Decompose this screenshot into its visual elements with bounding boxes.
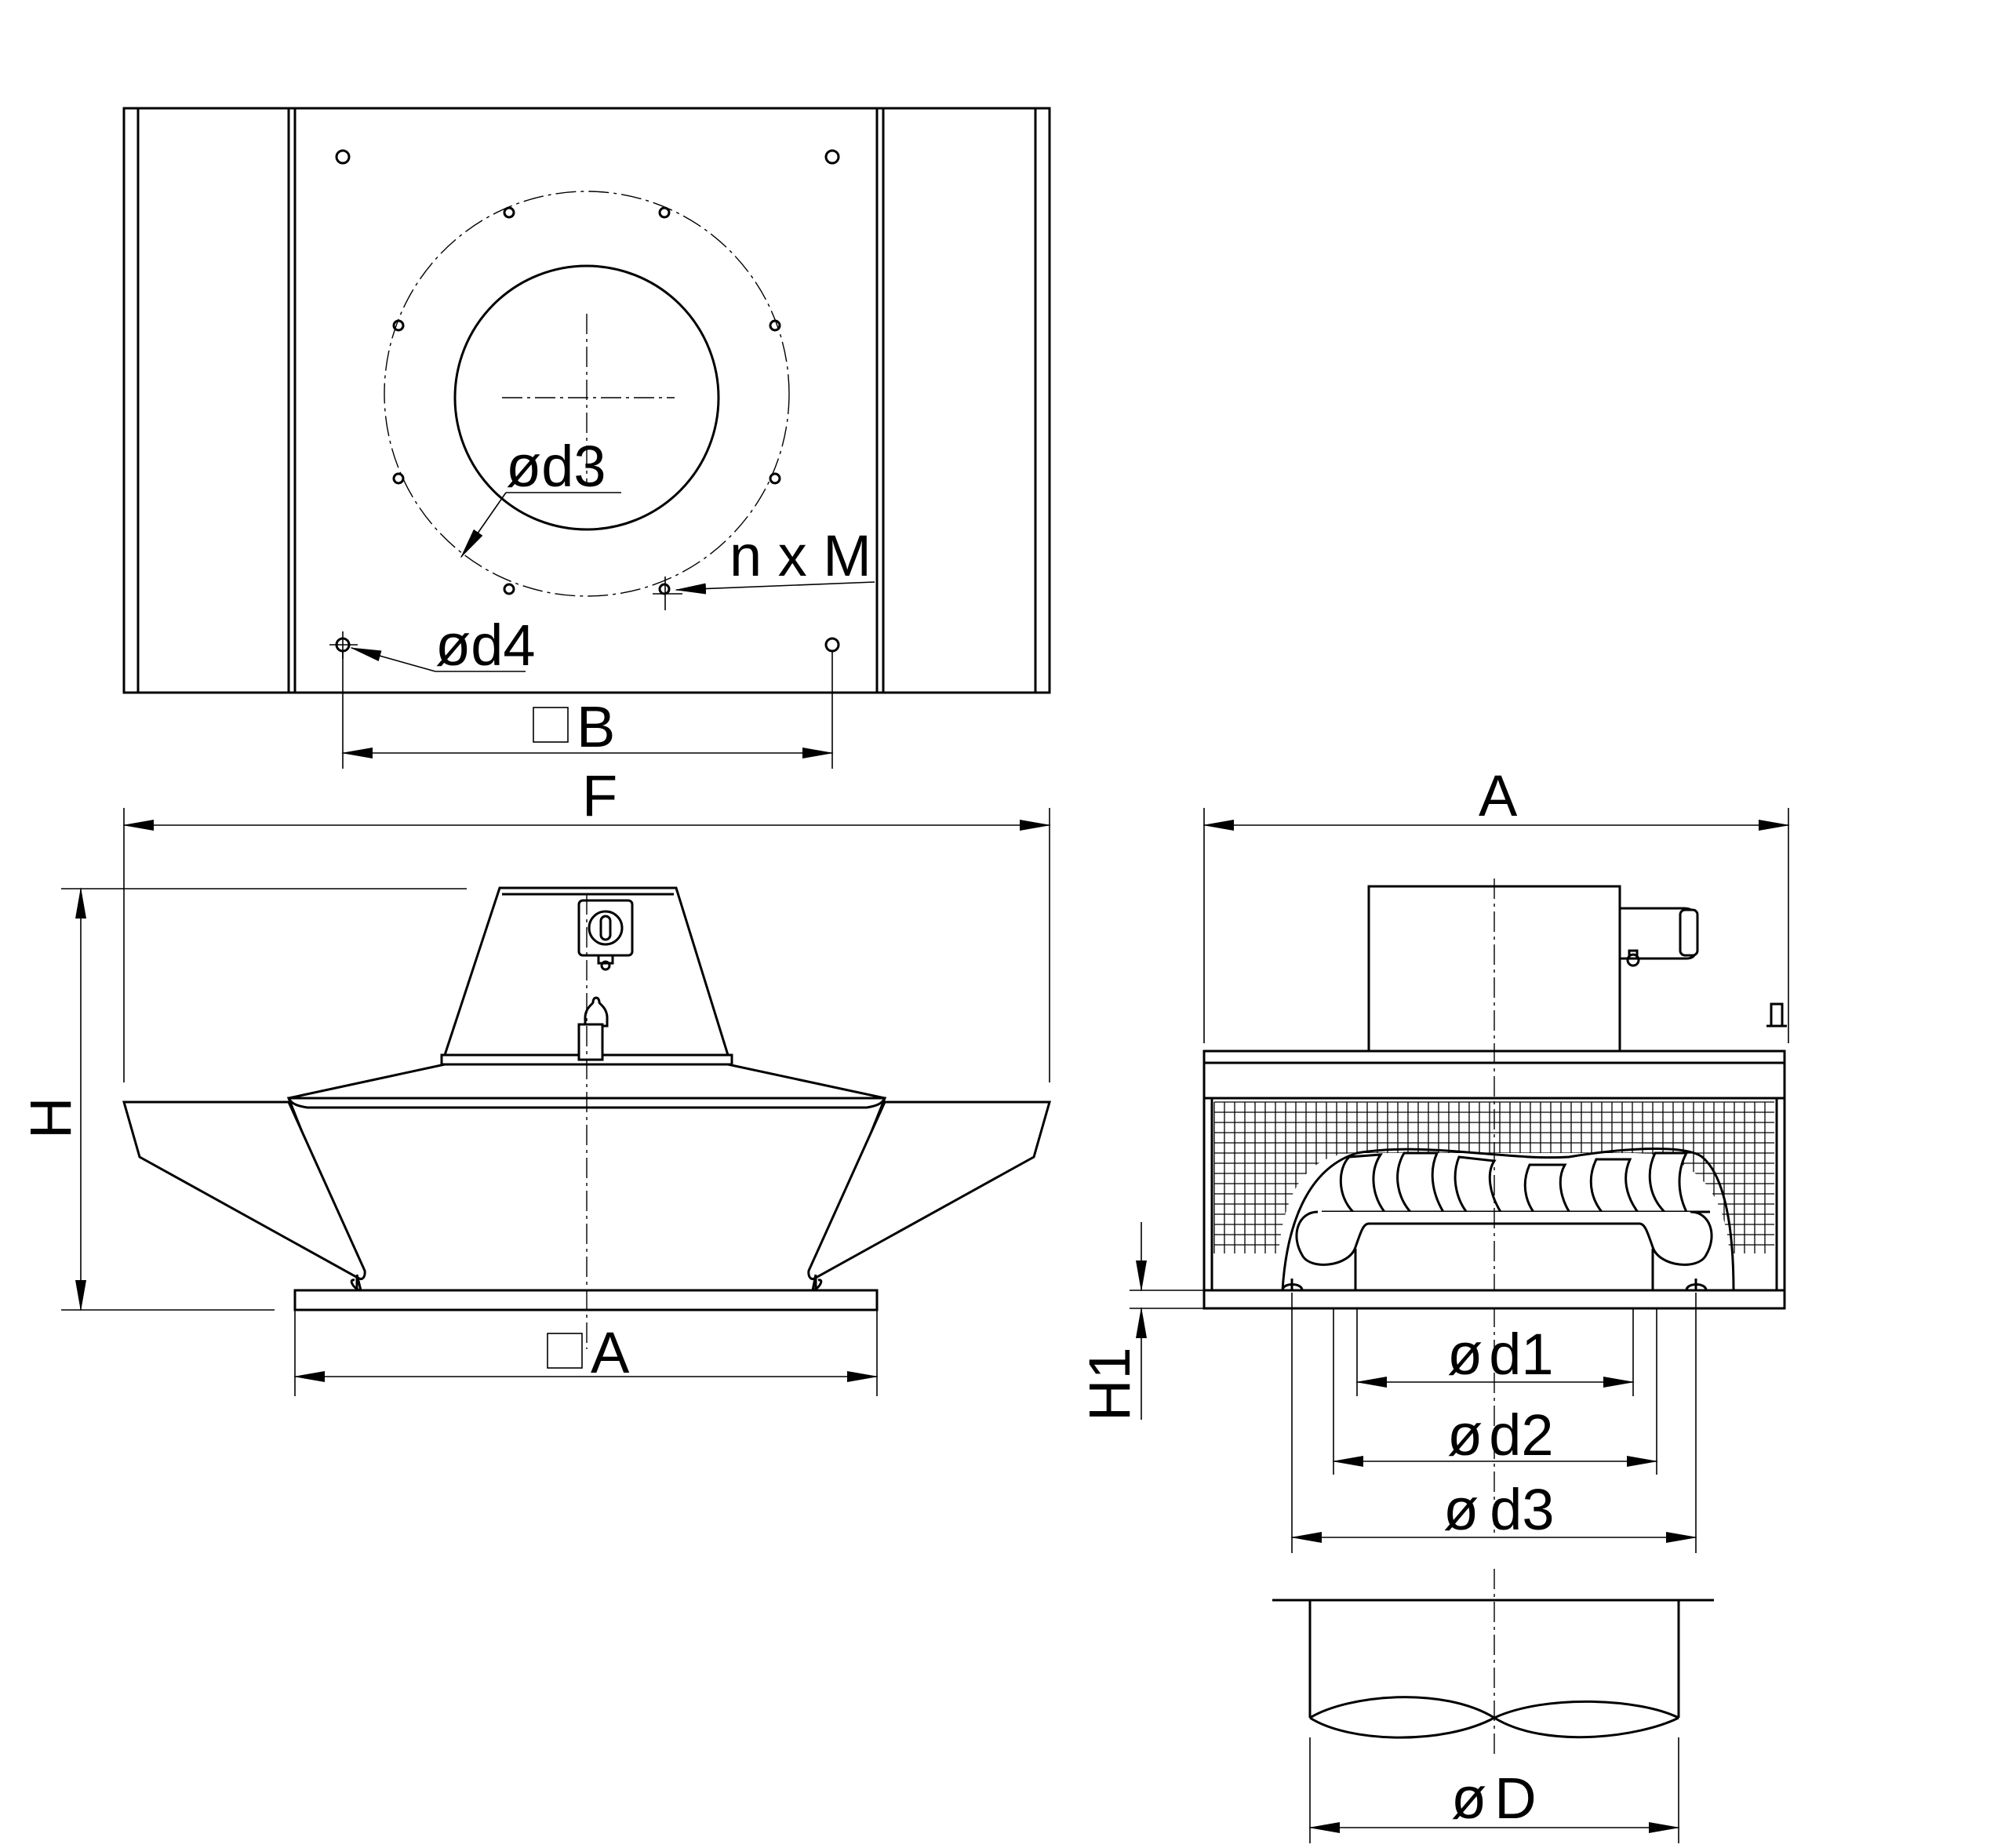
label-A-front: A [591, 1320, 630, 1385]
base-plate [293, 1289, 879, 1311]
label-H1: H1 [1077, 1347, 1142, 1421]
bolt-circle [384, 191, 790, 597]
impeller [1295, 1151, 1713, 1290]
side-view: A [1077, 763, 1790, 1553]
top-view: ød3 n x M ød4 B [122, 107, 1051, 769]
mounting-hole [824, 149, 840, 165]
label-H: H [18, 1097, 83, 1139]
top-view-outline [122, 107, 1051, 694]
label-A-side: A [1479, 763, 1518, 828]
left-deflector [122, 1100, 366, 1280]
bolt-holes [392, 206, 781, 595]
label-d4: ød4 [435, 613, 536, 678]
mounting-hole [335, 149, 351, 165]
central-opening [453, 264, 720, 531]
mounting-hole [824, 637, 840, 653]
label-B: B [577, 694, 615, 759]
label-F: F [582, 763, 617, 828]
label-nxm: n x M [729, 523, 871, 588]
label-d3-top: ød3 [506, 434, 606, 499]
front-view: F H [18, 763, 1051, 1396]
